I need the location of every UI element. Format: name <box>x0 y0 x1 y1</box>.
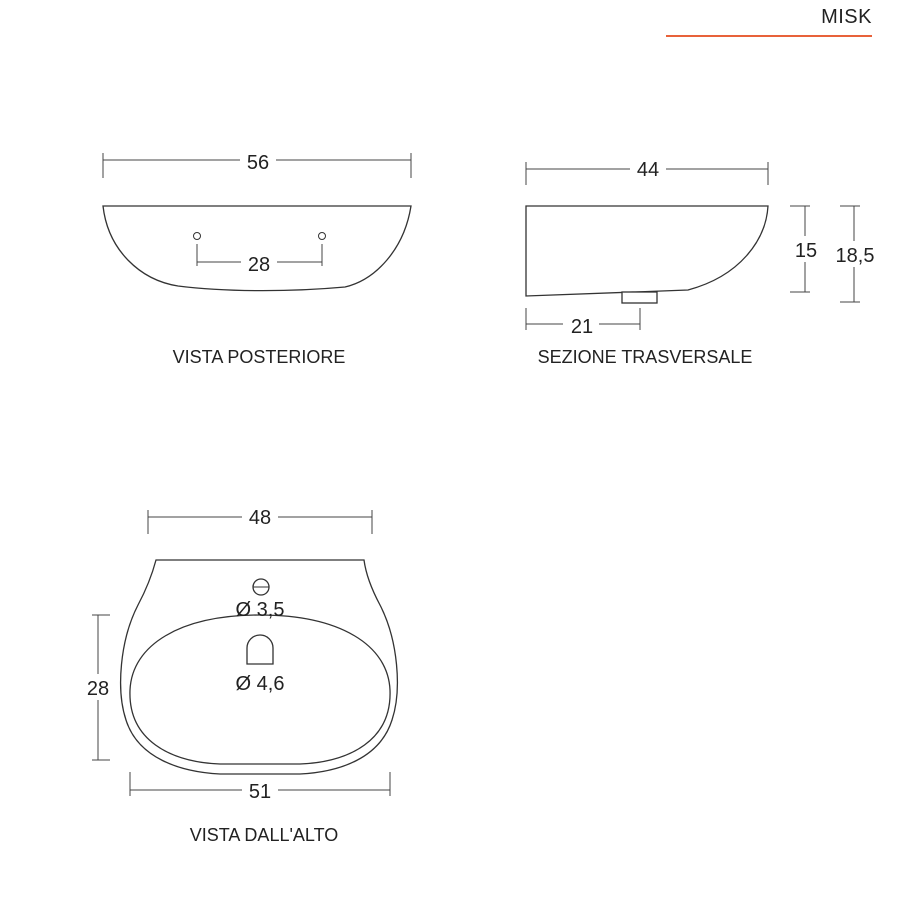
rear-holes-label: 28 <box>248 254 270 276</box>
top-width-label: 48 <box>249 507 271 529</box>
drain-hole-label: Ø 4,6 <box>236 673 285 695</box>
top-full-width-dimension: 51 <box>129 772 391 803</box>
mounting-hole-left <box>193 232 201 240</box>
tap-hole-label: Ø 3,5 <box>236 599 285 621</box>
rear-view: 56 28 VISTA POSTERIORE <box>102 146 412 367</box>
drain-hole <box>246 634 274 665</box>
brand-underline <box>666 35 872 37</box>
rear-holes-dimension: 28 <box>196 244 323 276</box>
mounting-hole-right <box>318 232 326 240</box>
section-total-height-label: 18,5 <box>836 245 875 267</box>
top-bowl-inner-outline <box>129 614 391 765</box>
section-profile-outline <box>525 205 769 297</box>
section-view-title: SEZIONE TRASVERSALE <box>538 347 753 367</box>
top-depth-label: 28 <box>87 678 109 700</box>
top-width-dimension: 48 <box>147 503 373 534</box>
brand-name: MISK <box>821 6 872 28</box>
top-view-title: VISTA DALL'ALTO <box>190 825 339 845</box>
section-total-height-dimension: 18,5 <box>832 205 878 303</box>
section-drain-label: 21 <box>571 316 593 338</box>
section-depth-label: 44 <box>637 159 659 181</box>
section-view: 44 21 15 18,5 SEZIONE TR <box>525 155 878 367</box>
rear-basin-outline <box>102 205 412 292</box>
top-view: 48 Ø 3,5 Ø 4,6 28 51 VISTA DALL'ALTO <box>80 503 398 845</box>
rear-width-label: 56 <box>247 152 269 174</box>
top-depth-dimension: 28 <box>80 614 116 761</box>
rear-width-dimension: 56 <box>102 146 412 178</box>
rear-view-title: VISTA POSTERIORE <box>173 347 346 367</box>
drain-outlet <box>621 291 658 304</box>
section-depth-dimension: 44 <box>525 155 769 185</box>
section-height-dimension: 15 <box>790 205 820 293</box>
section-height-label: 15 <box>795 240 817 262</box>
section-drain-dimension: 21 <box>525 308 641 338</box>
top-full-width-label: 51 <box>249 781 271 803</box>
